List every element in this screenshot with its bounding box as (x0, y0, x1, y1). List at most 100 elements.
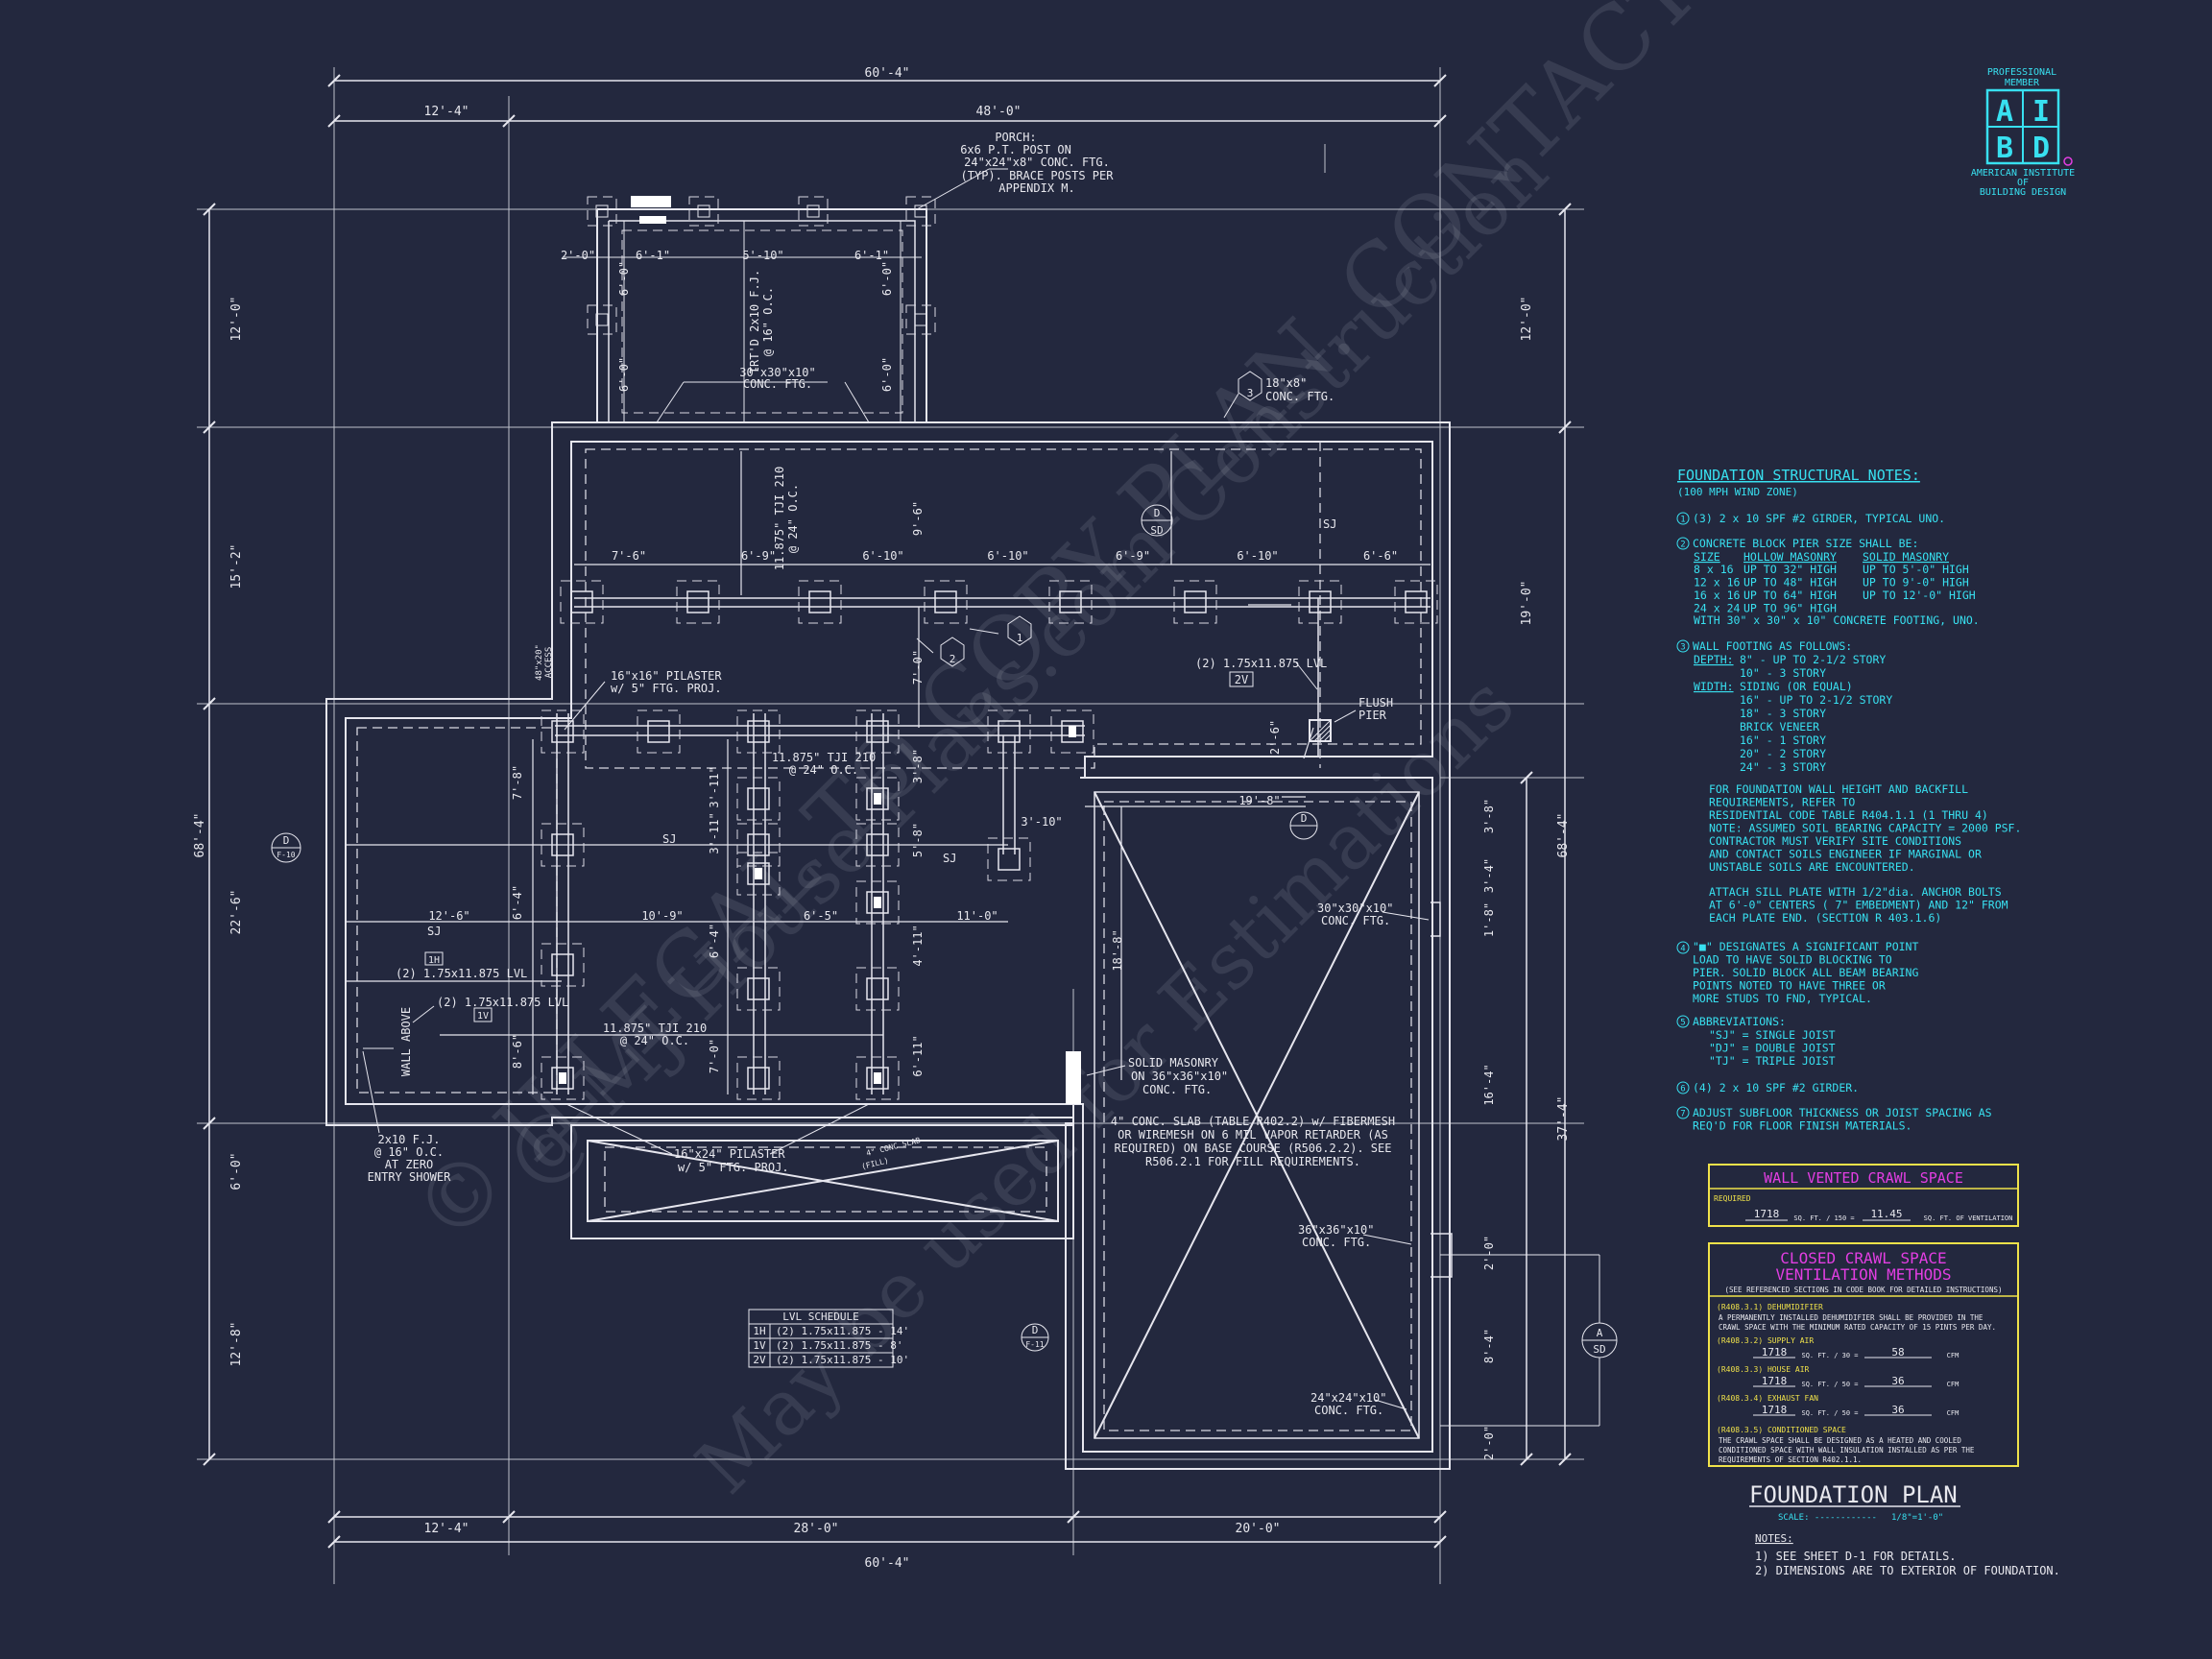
n4-line: MORE STUDS TO FND, TYPICAL. (1693, 992, 1872, 1005)
n4-line: LOAD TO HAVE SOLID BLOCKING TO (1693, 953, 1892, 967)
note-number: 5 (1680, 1019, 1685, 1028)
para1-line: UNSTABLE SOILS ARE ENCOUNTERED. (1709, 860, 1915, 874)
callout-d-2: D (283, 834, 290, 847)
abbr-line: "TJ" = TRIPLE JOIST (1709, 1054, 1836, 1068)
closed-t1a: A PERMANENTLY INSTALLED DEHUMIDIFIER SHA… (1719, 1313, 1984, 1322)
lvl-row-2-desc: (2) 1.75x11.875 - 8' (776, 1339, 902, 1352)
joist-lines (346, 451, 1431, 1094)
closed-cfm-4: CFM (1947, 1409, 1960, 1417)
pier (1394, 580, 1438, 624)
dim-right-overall: 68'-4" (1556, 813, 1571, 858)
para1-line: AND CONTACT SOILS ENGINEER IF MARGINAL O… (1709, 848, 1982, 861)
pier-size: 12 x 16 (1694, 576, 1741, 589)
tag-2: 2 (950, 653, 956, 665)
width-7: 24" - 3 STORY (1740, 760, 1826, 774)
closed-area-3: 1718 (1762, 1375, 1788, 1387)
vent-title: WALL VENTED CRAWL SPACE (1764, 1169, 1963, 1187)
pier-hollow: UP TO 96" HIGH (1743, 602, 1837, 615)
porch-dim-v2: 6'-0" (617, 357, 631, 392)
pier (1173, 580, 1217, 624)
lvl-schedule-title: LVL SCHEDULE (782, 1310, 858, 1323)
ftg18-2: CONC. FTG. (1265, 390, 1334, 403)
slab-note-1: 4" CONC. SLAB (TABLE R402.2) w/ FIBERMES… (1111, 1115, 1395, 1128)
pier (855, 880, 900, 925)
lvl-schedule: LVL SCHEDULE 1H (2) 1.75x11.875 - 14' 1V… (748, 1309, 909, 1368)
row1-dim: 6'-10" (987, 549, 1028, 563)
porch-dim-b: 6'-1" (636, 249, 670, 262)
closed-h2: (R408.3.2) SUPPLY AIR (1717, 1336, 1814, 1345)
dim-right-1: 12'-0" (1520, 297, 1534, 342)
closed-mid-4: SQ. FT. / 50 = (1801, 1409, 1858, 1417)
porch-dim-v3: 6'-0" (880, 261, 894, 296)
dim-v-3-11a: 3'-11" (708, 766, 721, 807)
pier (560, 580, 604, 624)
width-4: BRICK VENEER (1740, 720, 1819, 733)
closed-sub: (SEE REFERENCED SECTIONS IN CODE BOOK FO… (1725, 1286, 2003, 1294)
point-load-marker (1069, 726, 1076, 737)
note-number-circle (1676, 1106, 1690, 1119)
width-6: 20" - 2 STORY (1740, 747, 1826, 760)
pilaster-2: 16"x24" PILASTER (674, 1147, 785, 1161)
width-3: 18" - 3 STORY (1740, 707, 1826, 720)
sj-3: SJ (943, 852, 956, 865)
porch-dim-a: 2'-0" (561, 249, 595, 262)
badge-org-1: AMERICAN INSTITUTE (1971, 168, 2075, 179)
badge-line-1: PROFESSIONAL (1987, 67, 2056, 78)
flush-pier-1: FLUSH (1358, 696, 1393, 709)
pier (855, 823, 900, 867)
dimension-ticks (203, 74, 1572, 1549)
badge-line-2: MEMBER (2005, 78, 2040, 88)
note-paragraph-1: FOR FOUNDATION WALL HEIGHT AND BACKFILLR… (1709, 782, 2021, 874)
fj-4: ENTRY SHOWER (368, 1170, 451, 1184)
solid-masonry-3: CONC. FTG. (1142, 1083, 1212, 1096)
callout-f11: F-11 (1025, 1340, 1044, 1349)
lvl-2v: (2) 1.75x11.875 LVL (1195, 657, 1327, 670)
callout-a: A (1597, 1327, 1603, 1339)
callouts: D SD D F-10 D D F-11 A SD 1 2 3 (271, 371, 1618, 1427)
dim-r-16-4: 16'-4" (1482, 1064, 1496, 1105)
piers (541, 580, 1438, 1100)
pier (855, 967, 900, 1011)
tji-3: 11.875" TJI 210 (603, 1022, 707, 1035)
dim-v-18-8: 18'-8" (1111, 929, 1124, 971)
wall-bumps (1066, 902, 1453, 1278)
dim-r-8-4: 8'-4" (1482, 1329, 1496, 1363)
pilaster-1b: w/ 5" FTG. PROJ. (611, 682, 722, 695)
dim-v-7-8: 7'-8" (511, 765, 524, 800)
width-5: 16" - 1 STORY (1740, 733, 1826, 747)
point-load-marker (874, 897, 881, 908)
plan-labels: 18"x8" CONC. FTG. 11.875" TJI 210 @ 24" … (362, 376, 1430, 1417)
badge-letter-b: B (1996, 132, 2013, 165)
tji-2b: @ 24" O.C. (789, 763, 858, 777)
lvl-1h: (2) 1.75x11.875 LVL (396, 967, 527, 980)
vent-unit: SQ. FT. OF VENTILATION (1924, 1214, 2013, 1222)
notes-label: NOTES: (1755, 1532, 1793, 1545)
note-number: 7 (1680, 1110, 1685, 1119)
pier (855, 1056, 900, 1100)
porch-note-5: APPENDIX M. (998, 181, 1074, 195)
registered-mark-icon (2063, 156, 2073, 166)
pier-size: 24 x 24 (1694, 602, 1741, 615)
porch-note-1: PORCH: (995, 131, 1036, 144)
pier (1048, 580, 1093, 624)
badge-letter-d: D (2032, 132, 2050, 165)
porch-dim-v1: 6'-0" (617, 261, 631, 296)
notes-title: FOUNDATION STRUCTURAL NOTES: (1677, 467, 1920, 484)
slab-note-3: REQUIRED) ON BASE COURSE (R506.2.2). SEE (1115, 1142, 1392, 1155)
sj-1: SJ (1323, 517, 1336, 531)
note-number-circle (1676, 1015, 1690, 1028)
note-2-end: WITH 30" x 30" x 10" CONCRETE FOOTING, U… (1694, 613, 1980, 627)
note-number-circle (1676, 537, 1690, 550)
pier (736, 777, 781, 821)
dim-left-4: 6'-0" (229, 1152, 244, 1190)
abbr-line: "SJ" = SINGLE JOIST (1709, 1028, 1836, 1042)
overall-dimensions (208, 80, 1566, 1543)
vent-result: 11.45 (1870, 1208, 1902, 1220)
sj-2: SJ (662, 832, 676, 846)
closed-t1b: CRAWL SPACE WITH THE MINIMUM RATED CAPAC… (1719, 1323, 1996, 1332)
vent-required: REQUIRED (1714, 1194, 1751, 1203)
width-2: 16" - UP TO 2-1/2 STORY (1740, 693, 1892, 707)
